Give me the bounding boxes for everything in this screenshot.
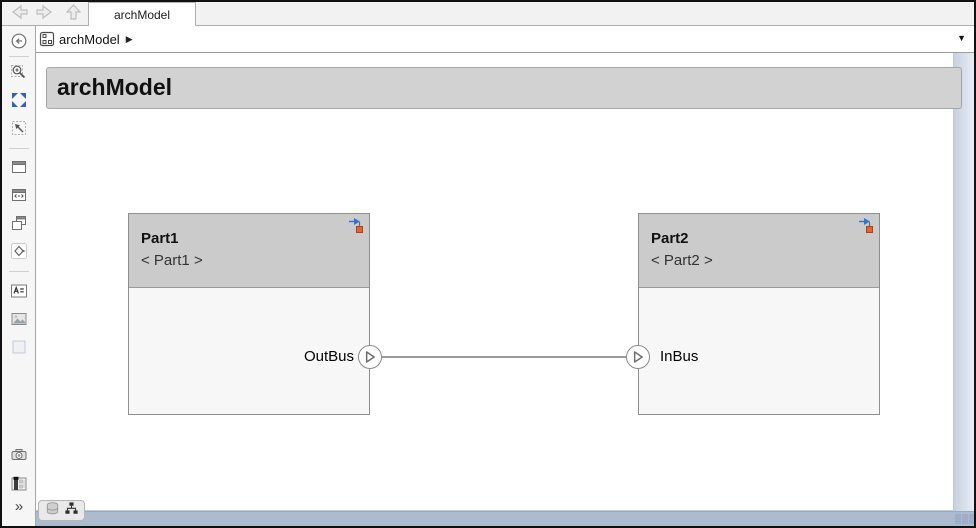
- diagram-title-bar[interactable]: archModel: [46, 67, 962, 109]
- component-stereotype: < Part1 >: [141, 252, 203, 269]
- component-part2-header: Part2 < Part2 >: [639, 214, 879, 288]
- up-arrow-icon: [63, 2, 83, 27]
- forward-arrow-icon: [35, 3, 57, 26]
- output-port-arrow-icon: [365, 351, 375, 363]
- output-port-outbus[interactable]: [358, 345, 382, 369]
- palette-divider: [9, 56, 29, 57]
- fit-to-view-icon[interactable]: [9, 90, 29, 110]
- annotation-icon[interactable]: [9, 281, 29, 301]
- reference-badge-icon: [348, 217, 366, 235]
- scrollbar-segment[interactable]: [969, 514, 974, 524]
- diagram-title: archModel: [57, 74, 173, 100]
- reference-component-icon[interactable]: [9, 185, 29, 205]
- port-label-inbus: InBus: [660, 348, 699, 365]
- area-icon[interactable]: [9, 337, 29, 357]
- component-icon[interactable]: [9, 157, 29, 177]
- breadcrumb-model-name[interactable]: archModel: [59, 31, 120, 47]
- up-button[interactable]: [61, 2, 85, 27]
- diagram-canvas[interactable]: archModel Part1 < Part1 > Part2 < Part2 …: [36, 53, 974, 526]
- back-arrow-icon: [7, 3, 29, 26]
- tab-strip: archModel: [2, 2, 974, 26]
- palette-divider: [9, 148, 29, 149]
- viewmarks-icon[interactable]: [9, 474, 29, 494]
- component-part1-header: Part1 < Part1 >: [129, 214, 369, 288]
- palette-divider: [9, 271, 29, 272]
- back-button[interactable]: [6, 4, 30, 24]
- stereotype-diamond-icon[interactable]: [9, 241, 29, 261]
- scrollbar-segment[interactable]: [955, 514, 961, 524]
- model-tab-label: archModel: [113, 7, 171, 22]
- image-icon[interactable]: [9, 309, 29, 329]
- screenshot-camera-icon[interactable]: [9, 444, 29, 464]
- breadcrumb-dropdown-icon[interactable]: ▼: [957, 33, 966, 43]
- reference-badge-icon: [858, 217, 876, 235]
- component-stereotype: < Part2 >: [651, 252, 713, 269]
- forward-button[interactable]: [34, 4, 58, 24]
- canvas-bottom-margin: [36, 511, 974, 526]
- interface-editor-icon[interactable]: [45, 501, 60, 521]
- architecture-model-icon: [39, 31, 55, 47]
- more-tools-icon[interactable]: »: [14, 497, 24, 515]
- port-label-outbus: OutBus: [303, 348, 354, 365]
- hierarchy-view-icon[interactable]: [64, 501, 79, 521]
- input-port-inbus[interactable]: [626, 345, 650, 369]
- zoom-icon[interactable]: [9, 62, 29, 82]
- input-port-arrow-icon: [633, 351, 643, 363]
- component-name: Part2: [651, 230, 689, 247]
- bus-connector[interactable]: [382, 356, 626, 358]
- scrollbar-segment[interactable]: [962, 514, 968, 524]
- canvas-right-margin: [954, 53, 974, 511]
- view-toggle-group: [38, 500, 85, 521]
- breadcrumb: archModel ▶ ▼: [36, 26, 974, 53]
- palette-sidebar: »: [2, 26, 36, 526]
- component-part1[interactable]: Part1 < Part1 >: [128, 213, 370, 415]
- component-part2[interactable]: Part2 < Part2 >: [638, 213, 880, 415]
- select-region-icon[interactable]: [9, 118, 29, 138]
- model-tab[interactable]: archModel: [88, 2, 196, 26]
- variant-component-icon[interactable]: [9, 213, 29, 233]
- model-browser-toggle-icon[interactable]: [9, 31, 29, 51]
- component-name: Part1: [141, 230, 179, 247]
- breadcrumb-caret-icon[interactable]: ▶: [125, 33, 133, 44]
